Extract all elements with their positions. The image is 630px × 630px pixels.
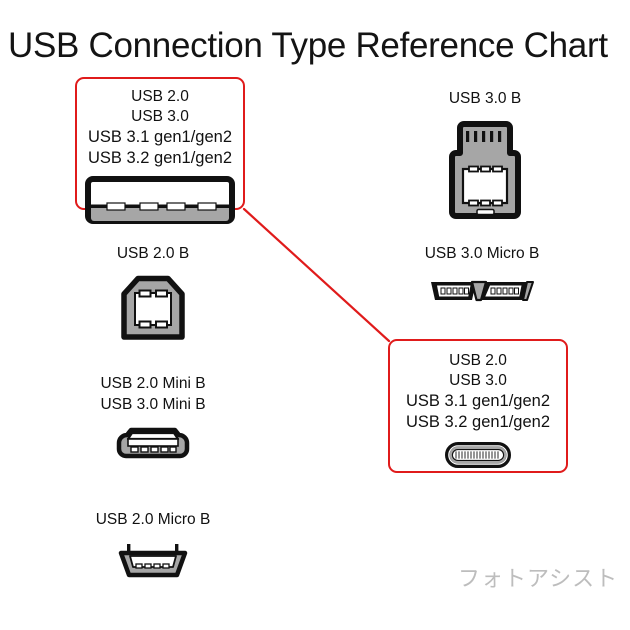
entry-micro-2-0-b-label: USB 2.0 Micro B [95,511,211,528]
usb-type-a-icon-wrap [85,176,235,224]
entry-usb-3-0-b[interactable]: USB 3.0 B [390,88,580,220]
entry-mini-b-label-2: USB 3.0 Mini B [100,396,206,413]
usb-micro-b-icon [118,544,188,578]
usb-mini-b-icon-wrap [109,427,197,459]
usb-type-c-icon [445,442,511,468]
entry-usb-2-0-b-label: USB 2.0 B [116,245,190,262]
entry-mini-b-label-1: USB 2.0 Mini B [100,375,206,392]
entry-micro-3-0-b[interactable]: USB 3.0 Micro B [382,243,582,304]
callout-type-c[interactable]: USB 2.0 USB 3.0 USB 3.1 gen1/gen2 USB 3.… [388,339,568,473]
callout-type-a-line-2: USB 3.0 [131,108,189,125]
usb-type-a-icon [85,176,235,224]
callout-type-a[interactable]: USB 2.0 USB 3.0 USB 3.1 gen1/gen2 USB 3.… [75,77,245,224]
callout-type-c-line-1: USB 2.0 [449,352,507,369]
callout-type-c-line-3: USB 3.1 gen1/gen2 [405,392,551,410]
entry-usb-3-0-b-label: USB 3.0 B [448,90,522,107]
usb-mini-b-icon [116,427,190,459]
usb-b-icon [121,275,185,340]
entry-mini-b[interactable]: USB 2.0 Mini B USB 3.0 Mini B [58,373,248,459]
usb-3-b-icon [449,121,521,219]
callout-type-c-line-2: USB 3.0 [449,372,507,389]
usb-b-icon-wrap [121,275,185,341]
usb-3-micro-b-icon [431,280,534,302]
entry-micro-3-0-b-label: USB 3.0 Micro B [424,245,540,262]
page-title: USB Connection Type Reference Chart [8,26,608,65]
callout-type-a-line-1: USB 2.0 [131,88,189,105]
usb-type-c-icon-wrap [445,442,511,468]
watermark: フォトアシスト [458,567,619,592]
entry-usb-2-0-b[interactable]: USB 2.0 B [63,243,243,341]
callout-type-a-line-3: USB 3.1 gen1/gen2 [87,128,233,146]
usb-3-micro-b-icon-wrap [428,276,536,304]
callout-type-c-line-4: USB 3.2 gen1/gen2 [405,413,551,431]
usb-micro-b-icon-wrap [111,542,195,580]
entry-micro-2-0-b[interactable]: USB 2.0 Micro B [58,509,248,580]
callout-type-a-line-4: USB 3.2 gen1/gen2 [87,149,233,167]
usb-3-b-icon-wrap [449,120,521,220]
